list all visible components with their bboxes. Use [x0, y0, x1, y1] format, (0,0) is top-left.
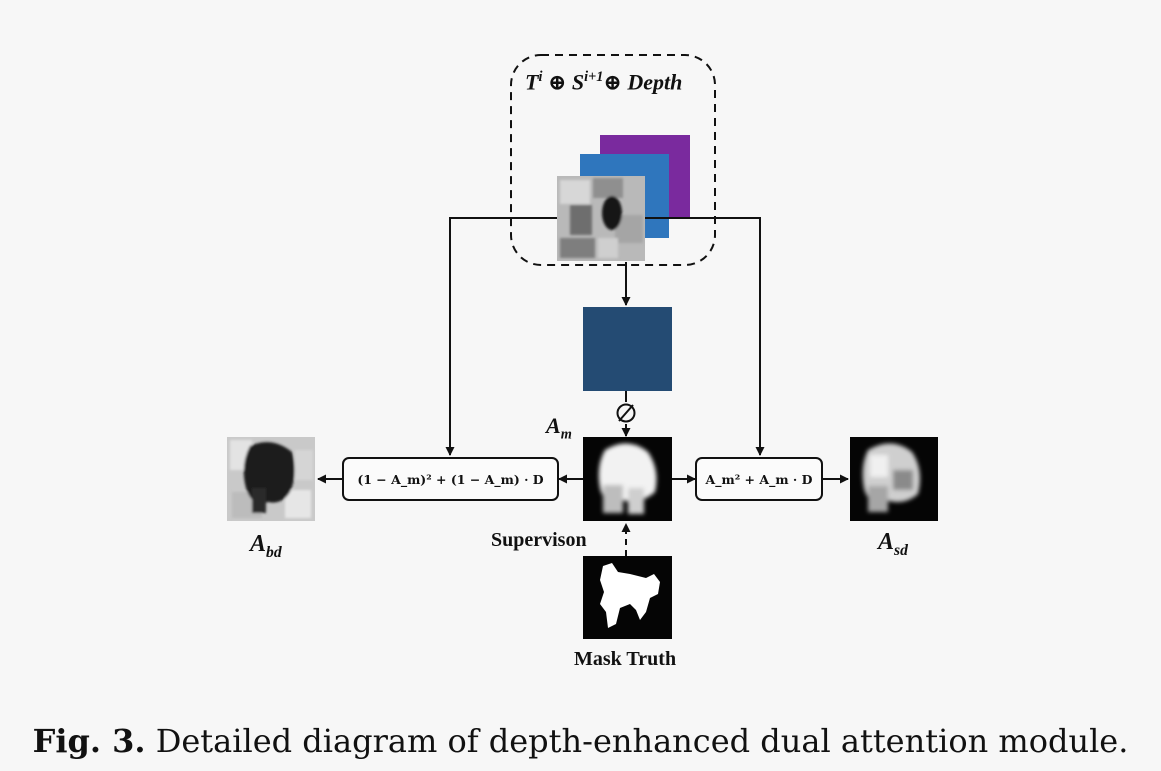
figure-caption: Fig. 3. Detailed diagram of depth-enhanc…	[0, 722, 1161, 760]
texture-feature-map	[557, 176, 645, 261]
am-label-sub: m	[560, 426, 572, 443]
supervision-label: Supervison	[491, 529, 587, 551]
mask-truth-label: Mask Truth	[574, 648, 677, 670]
s-symbol: S	[571, 69, 585, 95]
caption-prefix: Fig. 3.	[32, 722, 146, 760]
input-group-dashed-box	[510, 54, 716, 266]
am-label-base: A	[546, 413, 561, 438]
depth-word: Depth	[627, 69, 683, 95]
t-superscript: i	[538, 69, 543, 85]
asd-output-map	[850, 437, 938, 521]
abd-label-base: A	[250, 531, 267, 557]
am-label: Am	[546, 413, 572, 443]
asd-label: Asd	[878, 529, 908, 560]
foreground-formula-text: A_m² + A_m · D	[705, 471, 813, 487]
sigmoid-icon	[616, 403, 636, 423]
oplus-symbol-2: ⊕	[603, 69, 622, 95]
background-formula-box: (1 − A_m)² + (1 − A_m) · D	[342, 457, 559, 501]
t-symbol: T	[525, 69, 539, 95]
abd-label-sub: bd	[266, 543, 282, 561]
conv-block	[583, 307, 672, 391]
oplus-symbol-1: ⊕	[547, 69, 567, 95]
connector-input-to-right	[645, 217, 765, 456]
background-formula-text: (1 − A_m)² + (1 − A_m) · D	[357, 471, 544, 487]
abd-output-map	[227, 437, 315, 521]
abd-label: Abd	[250, 531, 282, 562]
s-superscript: i+1	[584, 69, 604, 85]
am-attention-map	[583, 437, 672, 521]
asd-label-base: A	[878, 529, 895, 555]
connector-input-to-left	[445, 217, 557, 456]
mask-truth-map	[583, 556, 672, 639]
asd-label-sub: sd	[894, 541, 908, 559]
foreground-formula-box: A_m² + A_m · D	[695, 457, 823, 501]
input-features-label: Ti ⊕ Si+1⊕ Depth	[525, 69, 682, 95]
caption-text: Detailed diagram of depth-enhanced dual …	[155, 722, 1129, 760]
